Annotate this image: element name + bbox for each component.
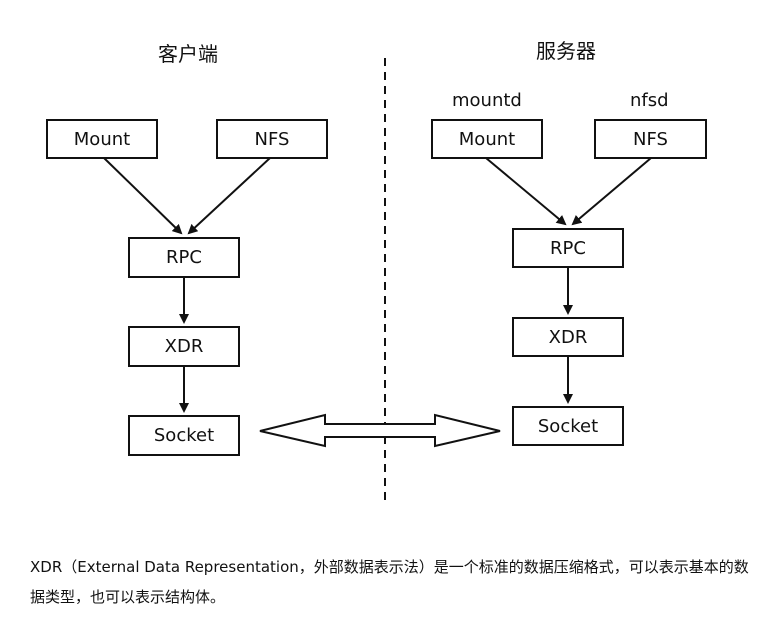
server-rpc-box: RPC [512,228,624,268]
server-mount-box: Mount [431,119,543,159]
server-socket-box: Socket [512,406,624,446]
server-title: 服务器 [536,39,596,63]
server-mountd-label: mountd [452,90,522,111]
client-socket-box: Socket [128,415,240,456]
client-mount-box: Mount [46,119,158,159]
server-arrow-mount-rpc [485,157,567,226]
xdr-caption: XDR（External Data Representation，外部数据表示法… [30,558,749,606]
server-nfsd-label: nfsd [630,90,669,111]
socket-bidirectional-arrow [259,413,501,448]
client-arrow-nfs-rpc [187,157,271,235]
client-xdr-box: XDR [128,326,240,367]
client-rpc-box: RPC [128,237,240,278]
server-xdr-box: XDR [512,317,624,357]
server-nfs-box: NFS [594,119,707,159]
server-arrow-nfs-rpc [571,157,652,226]
client-arrow-mount-rpc [103,157,183,235]
client-nfs-box: NFS [216,119,328,159]
client-title: 客户端 [158,42,218,66]
